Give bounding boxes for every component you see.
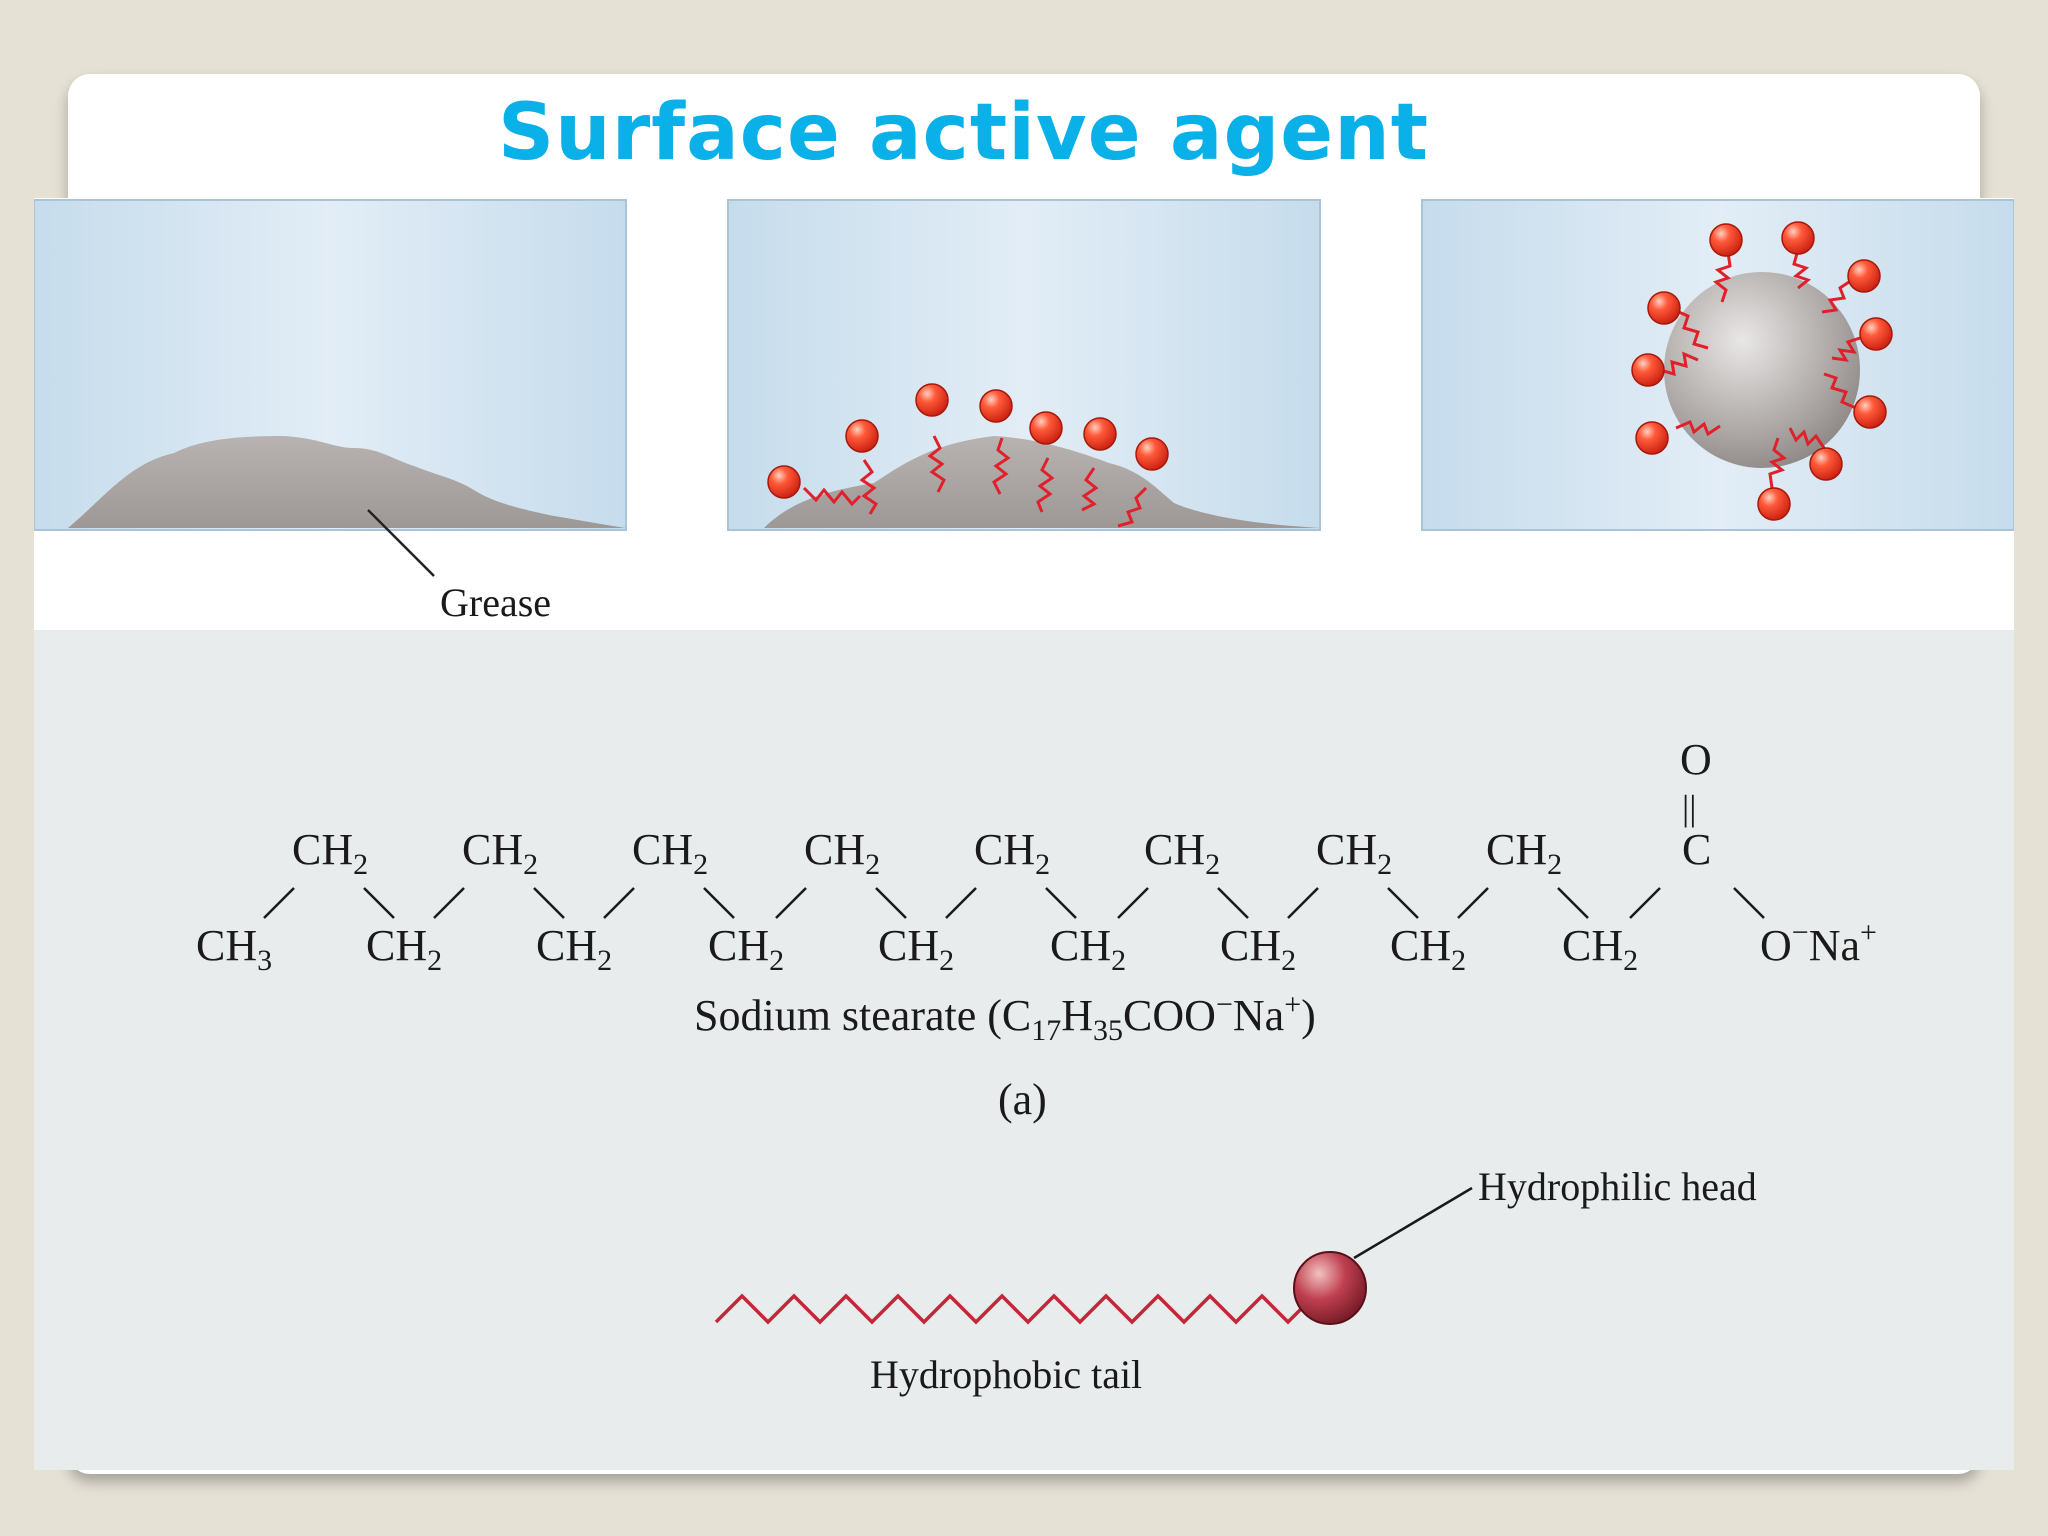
svg-text:CH2: CH2 (292, 825, 368, 881)
svg-text:O: O (1680, 735, 1712, 784)
figure-area: Grease (34, 198, 2014, 1470)
carboxylate-group: O || C O−Na+ (1680, 735, 1877, 970)
svg-text:CH2: CH2 (536, 921, 612, 977)
grease-pointer (367, 509, 435, 577)
micelle-heads (1631, 221, 1893, 521)
svg-text:CH2: CH2 (1316, 825, 1392, 881)
svg-text:CH2: CH2 (1486, 825, 1562, 881)
svg-text:CH2: CH2 (878, 921, 954, 977)
formula-upper-ch2: CH2 CH2 CH2 CH2 CH2 CH2 CH2 CH2 (292, 825, 1562, 881)
svg-text:CH2: CH2 (1562, 921, 1638, 977)
svg-text:CH2: CH2 (1050, 921, 1126, 977)
part-label: (a) (998, 1075, 1047, 1124)
hydrophobic-tail (714, 1293, 1316, 1325)
svg-text:O−Na+: O−Na+ (1760, 916, 1877, 970)
svg-text:CH2: CH2 (462, 825, 538, 881)
formula-bonds (263, 887, 1765, 919)
panel-surfactant-attach (727, 199, 1321, 531)
svg-text:||: || (1682, 788, 1696, 828)
formula-caption: Sodium stearate (C17H35COO−Na+) (694, 988, 1316, 1047)
head-pointer (1353, 1186, 1473, 1260)
surfactant-molecules (802, 435, 1148, 528)
hydrophilic-head-label: Hydrophilic head (1478, 1164, 1757, 1209)
svg-text:CH2: CH2 (1144, 825, 1220, 881)
svg-text:CH2: CH2 (1220, 921, 1296, 977)
svg-text:CH2: CH2 (366, 921, 442, 977)
slide-title: Surface active agent (498, 88, 1430, 178)
formula-lower-ch2: CH3 CH2 CH2 CH2 CH2 CH2 CH2 CH2 CH2 (196, 921, 1638, 977)
svg-text:CH2: CH2 (804, 825, 880, 881)
svg-text:CH2: CH2 (708, 921, 784, 977)
hydrophobic-tail-label: Hydrophobic tail (870, 1352, 1142, 1397)
svg-text:C: C (1682, 825, 1711, 874)
grease-ball (1664, 272, 1860, 468)
surfactant-heads (767, 383, 1169, 499)
svg-text:CH3: CH3 (196, 921, 272, 977)
panel-grease: Grease (34, 199, 627, 625)
surfactant-schematic: Hydrophilic head Hydrophobic tail (714, 1164, 1757, 1397)
svg-text:CH2: CH2 (974, 825, 1050, 881)
grease-blob (68, 436, 626, 528)
grease-blob-2 (764, 436, 1320, 528)
structural-formula: CH2 CH2 CH2 CH2 CH2 CH2 CH2 CH2 CH3 CH2 … (196, 735, 1877, 1124)
svg-text:CH2: CH2 (632, 825, 708, 881)
panel-micelle (1421, 199, 2014, 531)
hydrophilic-head (1293, 1251, 1367, 1325)
micelle-tails (1659, 249, 1861, 489)
grease-label: Grease (440, 580, 551, 625)
svg-text:CH2: CH2 (1390, 921, 1466, 977)
